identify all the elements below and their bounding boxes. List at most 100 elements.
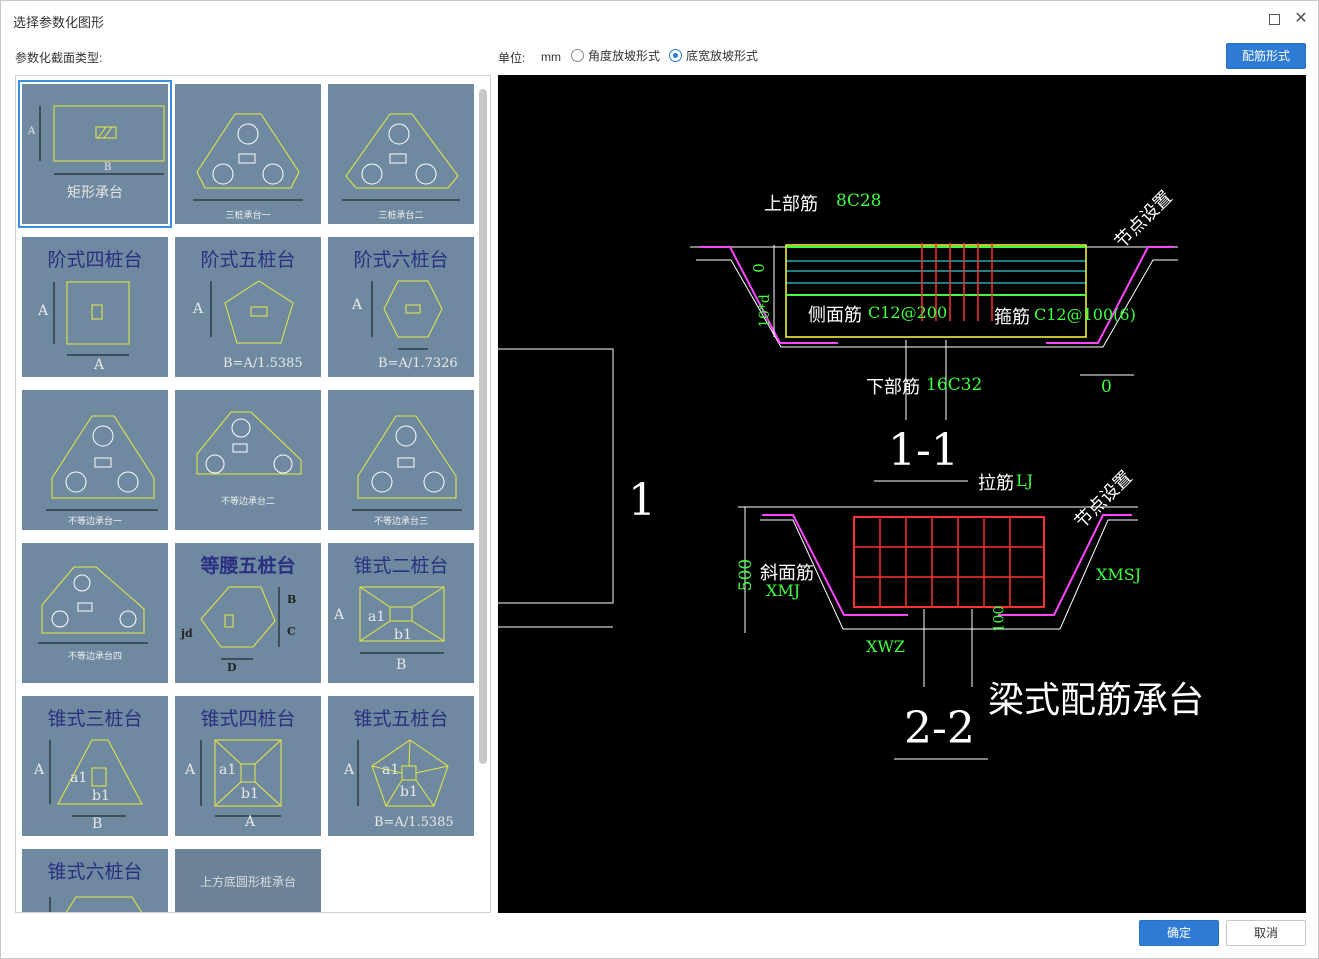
unit-value: mm <box>541 50 561 64</box>
tile-title: 阶式四桩台 <box>47 249 143 271</box>
tile-rect-cap[interactable]: A B 矩形承台 <box>18 80 172 228</box>
section-2-title: 2-2 <box>904 703 975 754</box>
tile-cone-two-pile[interactable]: 锥式二桩台 A a1 b1 B <box>328 543 474 683</box>
tile-step-six-pile[interactable]: 阶式六桩台 A B=A/1.7326 <box>328 237 474 377</box>
tile-unequal-2[interactable]: 不等边承台二 <box>175 390 321 530</box>
unequal-3-drawing <box>352 415 462 511</box>
tile-dim-a: A <box>28 126 36 137</box>
tile-dim-a: A <box>38 303 49 319</box>
tile-dim-a: A <box>193 301 204 317</box>
cone-four-pile-drawing <box>200 739 282 817</box>
window-title: 选择参数化图形 <box>13 15 105 30</box>
tile-dim-a1: a1 <box>219 762 237 778</box>
tile-step-five-pile[interactable]: 阶式五桩台 A B=A/1.5385 <box>175 237 321 377</box>
dim-zero-top: 0 <box>749 263 768 273</box>
tile-dim-b: B <box>287 593 297 606</box>
tile-dim-a1: a1 <box>368 609 386 625</box>
tile-dim-b1: b1 <box>241 786 259 802</box>
list-scrollbar[interactable] <box>479 89 487 764</box>
tile-dim-a: A <box>185 762 196 778</box>
tile-title: 等腰五桩台 <box>200 555 296 577</box>
tie-rebar-label: 拉筋 <box>978 473 1014 494</box>
rect-cap-drawing <box>39 105 165 175</box>
tile-isosceles-five[interactable]: 等腰五桩台 B C jd D <box>175 543 321 683</box>
tile-three-pile-2[interactable]: 三桩承台二 <box>328 84 474 224</box>
tile-caption: 不等边承台一 <box>67 516 122 526</box>
close-icon[interactable]: ✕ <box>1294 10 1308 27</box>
tile-three-pile-1[interactable]: 三桩承台一 <box>175 84 321 224</box>
tile-unequal-4[interactable]: 不等边承台四 <box>22 543 168 683</box>
rebar-form-button[interactable]: 配筋形式 <box>1226 43 1306 69</box>
dim-zero-right: 0 <box>1101 377 1112 397</box>
step-six-pile-drawing <box>371 280 443 350</box>
slope-rebar-label: 斜面筋 <box>760 563 814 584</box>
tile-dim-jd: jd <box>181 627 193 640</box>
tile-dim-b1: b1 <box>92 788 110 804</box>
stirrup-value: C12@100(6) <box>1034 305 1136 324</box>
stirrup-label: 箍筋 <box>994 307 1030 328</box>
tile-cone-three-pile[interactable]: 锥式三桩台 A a1 b1 B <box>22 696 168 836</box>
tile-formula: B=A/1.5385 <box>223 356 303 371</box>
tile-dim-a1: a1 <box>382 762 400 778</box>
tile-caption: 三桩承台一 <box>225 210 271 220</box>
tile-dim-b: B <box>396 657 407 673</box>
unequal-1-drawing <box>46 415 158 511</box>
three-pile-2-drawing <box>342 113 460 201</box>
cone-three-pile-drawing <box>49 739 143 817</box>
width-slope-label: 底宽放坡形式 <box>686 49 759 63</box>
tile-dim-a: A <box>94 357 105 373</box>
dim-500: 500 <box>736 558 757 592</box>
tile-cone-four-pile[interactable]: 锥式四桩台 A a1 b1 A <box>175 696 321 836</box>
tile-formula: B=A/1.5385 <box>374 815 454 830</box>
tile-title: 锥式六桩台 <box>47 861 143 883</box>
tile-title: 锥式四桩台 <box>200 708 296 730</box>
section-1-title: 1-1 <box>888 425 959 476</box>
ok-button[interactable]: 确定 <box>1139 920 1219 946</box>
step-five-pile-drawing <box>210 280 294 344</box>
cancel-button[interactable]: 取消 <box>1226 920 1306 946</box>
section-type-label: 参数化截面类型: <box>15 51 103 65</box>
tile-dim-a: A <box>352 297 363 313</box>
tile-dim-a1: a1 <box>70 770 88 786</box>
tile-step-four-pile[interactable]: 阶式四桩台 A A <box>22 237 168 377</box>
unequal-4-drawing <box>38 566 148 644</box>
tile-caption: 不等边承台三 <box>373 516 428 526</box>
tile-square-top-round-bottom[interactable]: 上方底圆形桩承台 <box>175 849 321 912</box>
tile-dim-b1: b1 <box>400 784 418 800</box>
tile-dim-b: B <box>92 816 103 832</box>
dim-10d: 10*d <box>756 294 773 328</box>
tile-caption: 不等边承台二 <box>220 496 275 506</box>
unit-label: 单位: <box>498 51 526 65</box>
tile-dim-a: A <box>344 762 355 778</box>
tile-dim-d: D <box>227 661 237 674</box>
maximize-icon[interactable] <box>1266 11 1282 27</box>
angle-slope-radio[interactable]: 角度放坡形式 <box>571 47 660 64</box>
isosceles-five-drawing <box>200 586 280 660</box>
tile-cone-six-pile[interactable]: 锥式六桩台 <box>22 849 168 912</box>
unequal-2-drawing <box>196 411 302 475</box>
tile-title: 锥式五桩台 <box>353 708 449 730</box>
shape-list[interactable]: A B 矩形承台 三桩承台一 三桩承 <box>15 75 491 913</box>
tile-caption: 不等边承台四 <box>67 651 122 661</box>
width-slope-radio-circle[interactable] <box>669 49 682 62</box>
tie-rebar-value: LJ <box>1016 471 1034 490</box>
tile-dim-c: C <box>287 625 296 638</box>
tile-dim-b1: b1 <box>394 627 412 643</box>
tile-unequal-3[interactable]: 不等边承台三 <box>328 390 474 530</box>
tile-cone-five-pile[interactable]: 锥式五桩台 A a1 b1 B=A/1.5385 <box>328 696 474 836</box>
side-rebar-label: 侧面筋 <box>808 305 862 326</box>
top-rebar-label: 上部筋 <box>764 194 818 215</box>
angle-slope-radio-circle[interactable] <box>571 49 584 62</box>
preview-canvas: 上部筋 8C28 节点设置 0 10*d 侧面筋 C12@200 箍筋 C12@… <box>498 75 1306 913</box>
xmsj-label: XMSJ <box>1096 565 1142 584</box>
tile-title: 阶式六桩台 <box>353 249 449 271</box>
tile-unequal-1[interactable]: 不等边承台一 <box>22 390 168 530</box>
beam-cap-title: 梁式配筋承台 <box>988 680 1205 721</box>
three-pile-1-drawing <box>193 113 303 201</box>
bottom-rebar-value: 16C32 <box>926 375 983 395</box>
title-bar: 选择参数化图形 ✕ <box>1 1 1318 39</box>
beam-cap-drawing <box>498 243 1178 760</box>
width-slope-radio[interactable]: 底宽放坡形式 <box>669 47 758 64</box>
tile-caption: 矩形承台 <box>67 185 123 201</box>
cone-six-pile-drawing <box>49 896 143 912</box>
